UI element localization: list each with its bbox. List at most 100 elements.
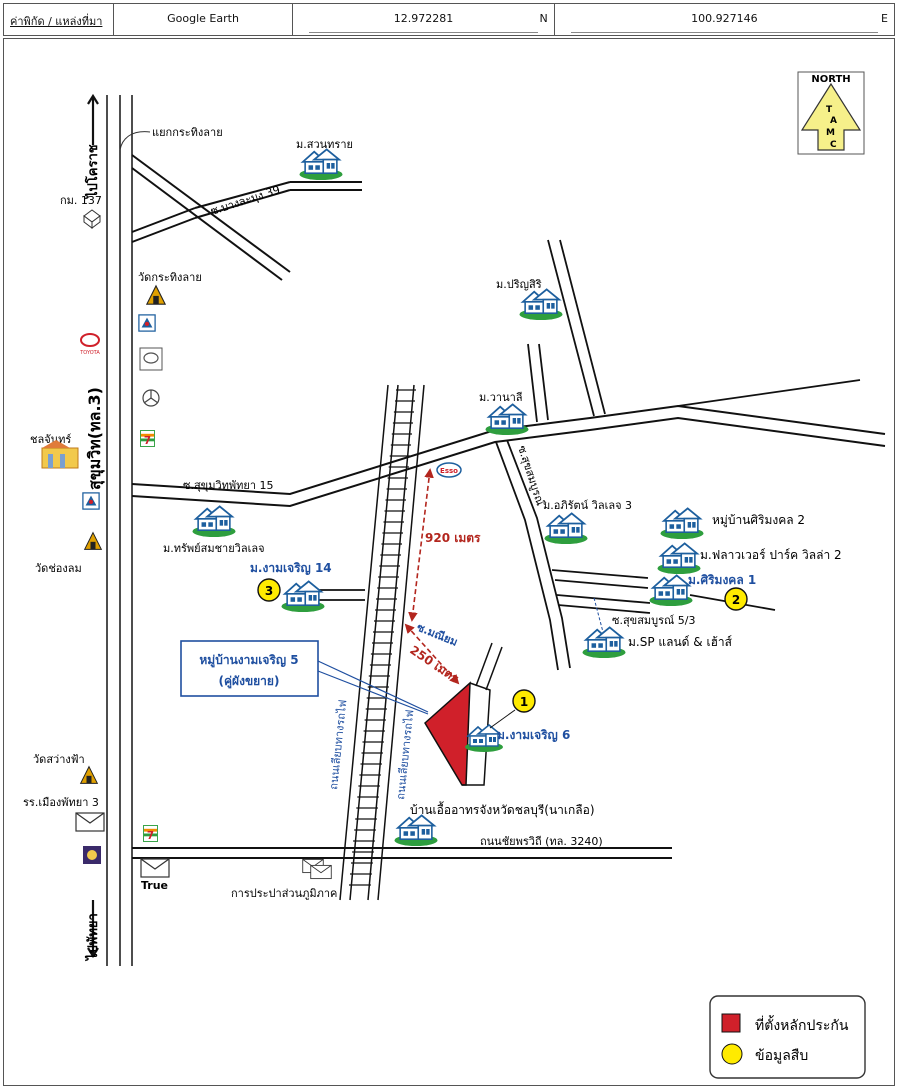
pwa-label: การประปาส่วนภูมิภาค <box>231 887 337 900</box>
longitude-cell: 100.927146 E <box>555 4 894 35</box>
source-cell: Google Earth <box>114 4 294 35</box>
toyota-icon: TOYOTA <box>79 333 100 356</box>
latitude-unit: N <box>539 12 548 25</box>
village-sirimongkol-1-label: ม.ศิริมงคล 1 <box>688 573 756 587</box>
house-icon <box>581 626 627 658</box>
village-sirimongkol-2-label: หมู่บ้านศิริมงคล 2 <box>712 513 805 528</box>
chaiyapruek-road <box>132 847 672 859</box>
soi-suksomboon-5-3-label: ซ.สุขสมบูรณ์ 5/3 <box>612 614 695 627</box>
latitude-value: 12.972281 <box>393 12 454 25</box>
school-envelope-icon <box>75 812 105 832</box>
distance-920-arrow <box>408 468 434 622</box>
legend: ที่ตั้งหลักประกัน ข้อมูลสืบ <box>709 995 866 1079</box>
school-label: รร.เมืองพัทยา 3 <box>23 796 99 809</box>
mazda-icon <box>139 347 163 371</box>
info-marker-3 <box>257 578 281 602</box>
distance-250-label: 250 เมตร <box>407 643 461 686</box>
north-label: NORTH <box>811 74 850 85</box>
esso-label: Esso <box>440 467 458 475</box>
legend-collateral-swatch <box>721 1013 741 1033</box>
info-marker-1-pointer <box>489 709 516 729</box>
north-arrow-icon <box>800 82 862 151</box>
yaek-krathing-lai-label: แยกกระทิงลาย <box>152 126 223 139</box>
collateral-parcel <box>424 681 471 786</box>
house-icon <box>656 542 702 574</box>
to-korat-label: ไปโคราช <box>84 144 101 200</box>
distance-920-label: 920 เมตร <box>425 531 481 545</box>
sukhumvit-road <box>106 95 133 966</box>
shopping-mall-icon <box>41 440 79 469</box>
house-icon <box>393 814 439 846</box>
temple-icon <box>146 285 166 305</box>
house-icon <box>659 507 705 539</box>
true-label: True <box>141 879 168 892</box>
village-wanalee-label: ม.วานาลี <box>479 391 523 404</box>
soi-maneeyom-label: ซ.มณียม <box>415 621 460 649</box>
village-flower-park-label: ม.ฟลาวเวอร์ ปาร์ค วิลล่า 2 <box>700 548 842 562</box>
wat-krathing-lai-label: วัดกระทิงลาย <box>138 271 202 284</box>
latitude-underline <box>309 32 538 33</box>
road-end-arrows <box>87 93 99 959</box>
village-sap-somchai-label: ม.ทรัพย์สมชายวิลเลจ <box>163 542 265 555</box>
info-marker-1 <box>512 689 536 713</box>
bank-icon <box>138 314 156 332</box>
coordinate-header: ค่าพิกัด / แหล่งที่มา Google Earth 12.97… <box>3 3 895 36</box>
branch-roads <box>315 239 861 671</box>
to-pattaya-label: ไปพัทยา <box>84 913 101 962</box>
house-icon <box>648 574 694 606</box>
north-arrow: NORTH T A M C <box>797 71 865 155</box>
info-marker-2 <box>724 587 748 611</box>
legend-collateral-label: ที่ตั้งหลักประกัน <box>755 1015 849 1034</box>
coordinate-label-cell: ค่าพิกัด / แหล่งที่มา <box>4 4 114 35</box>
toyota-label: TOYOTA <box>79 350 100 356</box>
village-ngam-charoen-14-label: ม.งามเจริญ 14 <box>250 561 332 575</box>
soi-sukhumvit-pattaya-15 <box>131 404 886 508</box>
house-icon <box>191 505 237 537</box>
legend-info-label: ข้อมูลสืบ <box>755 1048 808 1064</box>
latitude-cell: 12.972281 N <box>293 4 555 35</box>
school-emblem-icon <box>83 846 101 864</box>
village-sp-label: ม.SP แลนด์ & เฮ้าส์ <box>628 635 733 649</box>
callout-line2: (คู่ผังขยาย) <box>219 674 280 689</box>
info-marker-3-number: 3 <box>265 584 273 598</box>
chaiyapruek-road-label: ถนนชัยพรวิถี (ทล. 3240) <box>480 835 603 848</box>
tamc-m: M <box>826 128 835 138</box>
yaek-pointer <box>119 131 151 151</box>
sp-pointer <box>593 597 604 633</box>
tamc-a: A <box>830 116 837 126</box>
km-post-icon <box>83 209 101 229</box>
house-icon <box>280 580 326 612</box>
village-suan-sai-label: ม.สวนทราย <box>296 138 353 151</box>
info-marker-1-number: 1 <box>520 695 528 709</box>
north-roads <box>131 154 362 281</box>
seven-eleven-icon <box>143 825 158 842</box>
village-prinsiri-label: ม.ปริญสิริ <box>496 278 542 291</box>
longitude-value: 100.927146 <box>691 12 758 25</box>
wat-sawang-fa-label: วัดสว่างฟ้า <box>33 753 85 766</box>
esso-logo <box>436 462 462 478</box>
chonchan-label: ชลจันทร์ <box>30 433 71 446</box>
railway-ties <box>349 389 416 886</box>
longitude-underline <box>570 32 878 33</box>
bank-icon <box>82 492 100 510</box>
distance-250-arrow <box>404 623 460 685</box>
true-shop-icon <box>140 858 170 878</box>
temple-icon <box>80 766 98 784</box>
house-icon <box>484 403 530 435</box>
water-authority-icon <box>302 858 332 880</box>
seven-eleven-icon <box>140 430 155 447</box>
house-icon <box>543 512 589 544</box>
village-aphirat-label: ม.อภิรัตน์ วิลเลจ 3 <box>543 499 632 512</box>
house-icon <box>518 288 564 320</box>
village-ngam-charoen-6-label: ม.งามเจริญ 6 <box>497 728 570 742</box>
temple-icon <box>84 532 102 550</box>
mercedes-icon <box>142 389 160 407</box>
coordinate-label: ค่าพิกัด / แหล่งที่มา <box>10 15 103 28</box>
tamc-t: T <box>826 105 833 115</box>
callout-pointer <box>317 660 429 715</box>
soi-sukhumvit-pattaya-15-label: ซ.สุขุมวิทพัทยา 15 <box>183 479 274 492</box>
legend-info-swatch <box>721 1043 743 1065</box>
km137-label: กม. 137 <box>60 194 102 207</box>
callout-box <box>180 640 319 697</box>
